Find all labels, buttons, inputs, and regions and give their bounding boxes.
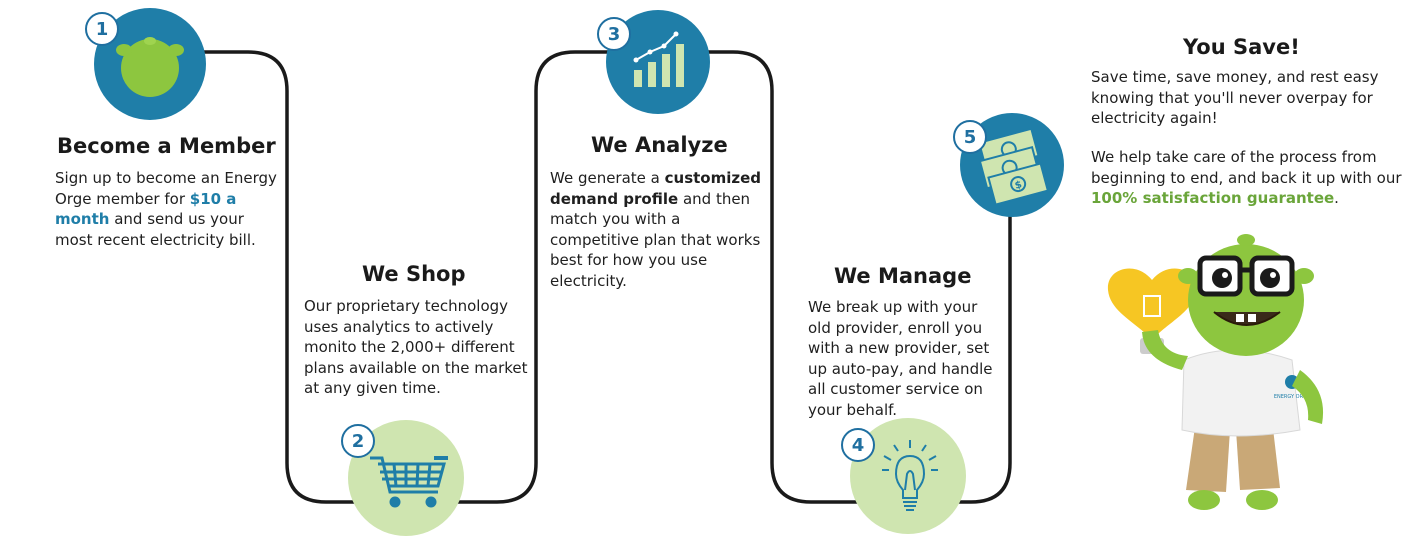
orge-mascot-icon: ENERGY ORGE [1107, 234, 1324, 510]
step-4-description: We break up with your old provider, enro… [808, 298, 993, 419]
step-1-number: 1 [85, 12, 119, 46]
step-2-title: We Shop [362, 262, 466, 286]
lightbulb-icon [882, 440, 938, 511]
svg-text:$: $ [1014, 179, 1024, 191]
step-1-price-highlight: $10 a month [55, 189, 237, 229]
step-3-profile-highlight: customized demand profile [550, 169, 762, 208]
shopping-cart-icon [370, 456, 448, 508]
growth-chart-icon [633, 31, 684, 87]
step-2-circle [348, 420, 464, 536]
step-4-title: We Manage [834, 264, 972, 288]
step-3-title: We Analyze [591, 133, 728, 157]
step-3-number: 3 [597, 17, 631, 51]
shirt-logo-text: ENERGY ORGE [1274, 394, 1310, 400]
step-3-description: We generate a customized demand profile … [550, 169, 762, 290]
step-1-description: Sign up to become an Energy Orge member … [55, 169, 277, 249]
step-1-title: Become a Member [57, 134, 276, 158]
step-5-number: 5 [953, 120, 987, 154]
step-4-number: 4 [841, 428, 875, 462]
step-5-title: You Save! [1183, 35, 1300, 59]
step-5-description-2: We help take care of the process from be… [1091, 148, 1402, 207]
step-5-description-1: Save time, save money, and rest easy kno… [1091, 68, 1379, 127]
step-2-number: 2 [341, 424, 375, 458]
guarantee-highlight: 100% satisfaction guarantee [1091, 189, 1335, 207]
orge-head-icon [116, 37, 184, 97]
step-2-description: Our proprietary technology uses analytic… [304, 297, 528, 397]
money-stack-icon: $ [977, 127, 1050, 206]
